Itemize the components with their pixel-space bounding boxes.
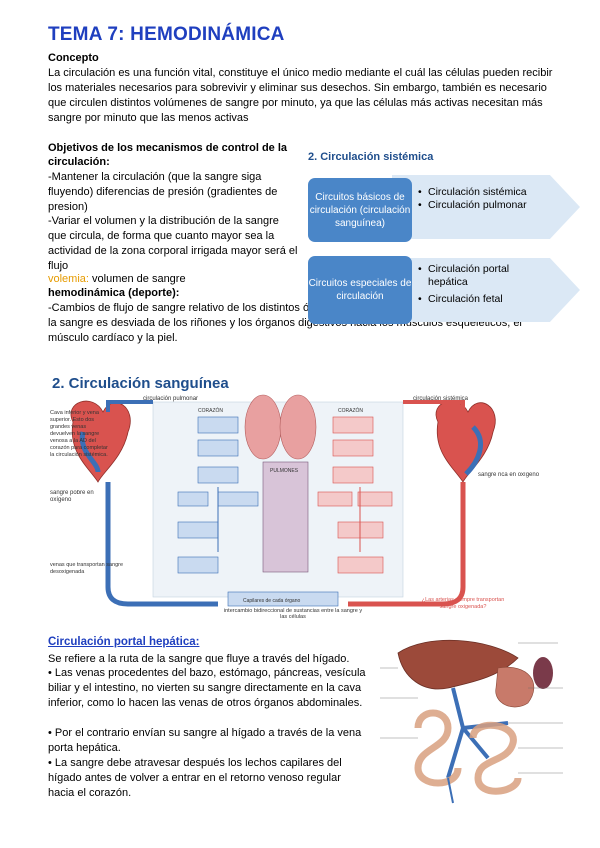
- circuitos-especiales-list: •Circulación portal hepática •Circulació…: [418, 263, 548, 306]
- circuitos-basicos-box: Circuitos básicos de circulación (circul…: [308, 178, 412, 242]
- volemia-term: volemia:: [48, 273, 89, 285]
- sistemica-title: 2. Circulación sistémica: [308, 151, 434, 163]
- arrow-background-2: [392, 258, 580, 322]
- left-note: Cava inferior y vena superior. Esto dos …: [50, 410, 108, 458]
- circulation-diagram: circulación pulmonar circulación sistémi…: [50, 394, 539, 620]
- concepto-text: La circulación es una función vital, con…: [48, 67, 553, 124]
- circuitos-especiales-box: Circuitos especiales de circulación: [308, 256, 412, 324]
- label-sistemica: circulación sistémica: [413, 396, 469, 402]
- label-corazon-left: CORAZÓN: [198, 407, 223, 414]
- portal-heading: Circulación portal hepática:: [48, 636, 200, 648]
- volemia-line: volemia: volumen de sangre: [48, 272, 186, 287]
- list-item: •Circulación pulmonar: [418, 199, 527, 211]
- list-item: •Circulación portal hepática: [418, 263, 510, 288]
- intercambio-label: intercambio bidireccional de sustancias …: [224, 608, 362, 620]
- objetivos-item-2: -Variar el volumen y la distribución de …: [48, 215, 298, 272]
- list-item: •Circulación fetal: [418, 293, 503, 305]
- portal-text-2: • Las venas procedentes del bazo, estóma…: [48, 667, 366, 709]
- sangre-pobre-label: sangre pobre en oxígeno: [50, 490, 94, 503]
- objetivos-heading: Objetivos de los mecanismos de control d…: [48, 142, 288, 168]
- portal-text-4: • La sangre debe atravesar después los l…: [48, 757, 342, 799]
- arrow-background-1: [392, 175, 580, 239]
- label-pulmones: PULMONES: [270, 468, 299, 474]
- portal-hepatic-illustration: [380, 639, 563, 804]
- hemodinamica-heading: hemodinámica (deporte):: [48, 287, 180, 299]
- portal-text-1: Se refiere a la ruta de la sangre que fl…: [48, 653, 350, 665]
- label-capilares: Capilares de cada órgano: [243, 598, 300, 604]
- circuitos-especiales-label: Circuitos especiales de circulación: [308, 278, 412, 302]
- volemia-definition: volumen de sangre: [88, 273, 186, 285]
- sangre-rica-label: sangre rica en oxígeno: [478, 472, 539, 478]
- page-title: TEMA 7: HEMODINÁMICA: [48, 24, 285, 45]
- venas-desc-label: venas que transportan sangre desoxigenad…: [50, 562, 123, 575]
- circuitos-basicos-list: •Circulación sistémica •Circulación pulm…: [418, 186, 548, 212]
- list-item: •Circulación sistémica: [418, 186, 527, 198]
- sanguinea-title: 2. Circulación sanguínea: [52, 375, 229, 392]
- label-pulmonar: circulación pulmonar: [143, 396, 198, 402]
- circuitos-basicos-label: Circuitos básicos de circulación (circul…: [309, 191, 411, 229]
- label-corazon-right: CORAZÓN: [338, 407, 363, 414]
- objetivos-item-1: -Mantener la circulación (que la sangre …: [48, 171, 278, 213]
- arterias-note: ¿Las arterias siempre transportan sangre…: [422, 597, 505, 610]
- portal-text-3: • Por el contrario envían su sangre al h…: [48, 727, 362, 754]
- concepto-heading: Concepto: [48, 52, 99, 64]
